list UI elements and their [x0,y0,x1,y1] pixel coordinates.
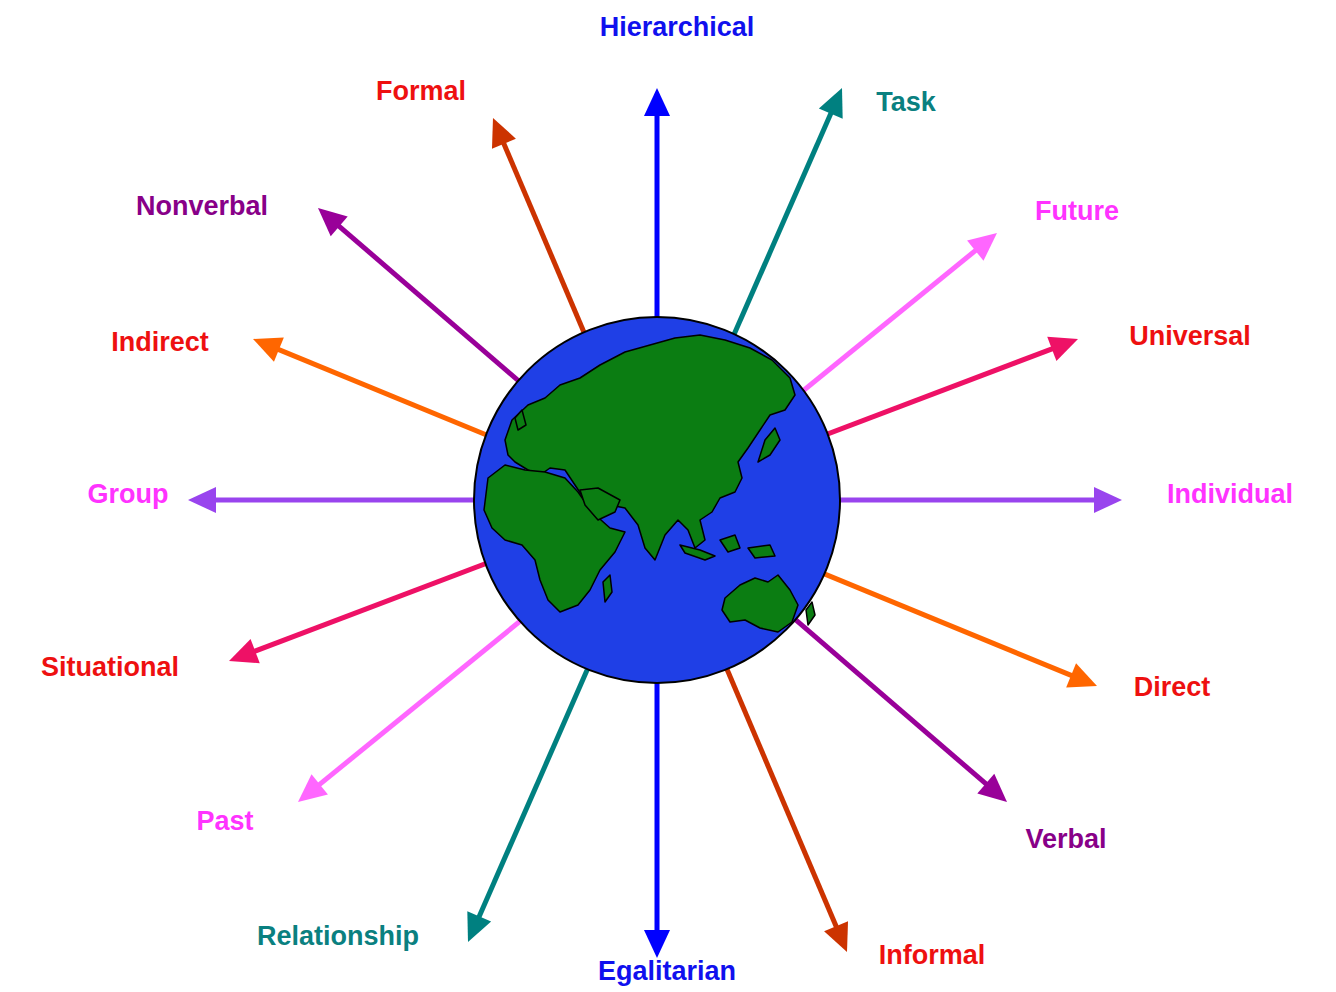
arrow-head [467,911,491,942]
arrow-head [229,639,260,663]
axis-label: Relationship [257,922,419,952]
australia [722,575,798,632]
axis-label: Informal [879,941,986,971]
arrow-head [492,118,516,149]
axis-label: Formal [376,77,466,107]
axis-label: Group [88,480,169,510]
arabia [580,488,620,520]
new-zealand [806,602,815,625]
arrow-head [1066,663,1097,687]
arrow-head [188,487,216,513]
axis-arrow [318,208,1007,802]
madagascar [603,575,612,602]
arrow-head [318,208,348,236]
axis-label: Universal [1129,322,1251,352]
axis-label: Individual [1167,480,1293,510]
japan [758,428,780,462]
arrow-head [977,774,1007,802]
arrows [188,88,1122,958]
axis-arrow [298,233,997,802]
arrow-head [824,921,848,952]
arrow-head [253,338,284,362]
axis-label: Situational [41,653,179,683]
globe-ocean [474,317,840,683]
arrow-head [644,88,670,116]
arrow-shaft [333,221,992,789]
arrow-head [298,774,328,802]
globe [474,317,840,683]
arrow-head [967,233,997,261]
axis-label: Nonverbal [136,192,268,222]
indonesia [680,535,775,560]
arrow-head [1047,337,1078,361]
africa [484,465,625,612]
arrow-head [1094,487,1122,513]
axis-label: Future [1035,197,1119,227]
arrow-shaft [314,246,982,790]
axis-label: Egalitarian [598,957,736,987]
axis-label: Task [876,88,936,118]
axis-label: Direct [1134,673,1211,703]
axis-label: Indirect [111,328,209,358]
axis-label: Hierarchical [600,13,755,43]
axis-label: Past [196,807,253,837]
arrow-head [819,88,843,119]
arrow-head [644,930,670,958]
uk [515,410,526,430]
axis-arrow [467,88,842,942]
axis-label: Verbal [1025,825,1106,855]
